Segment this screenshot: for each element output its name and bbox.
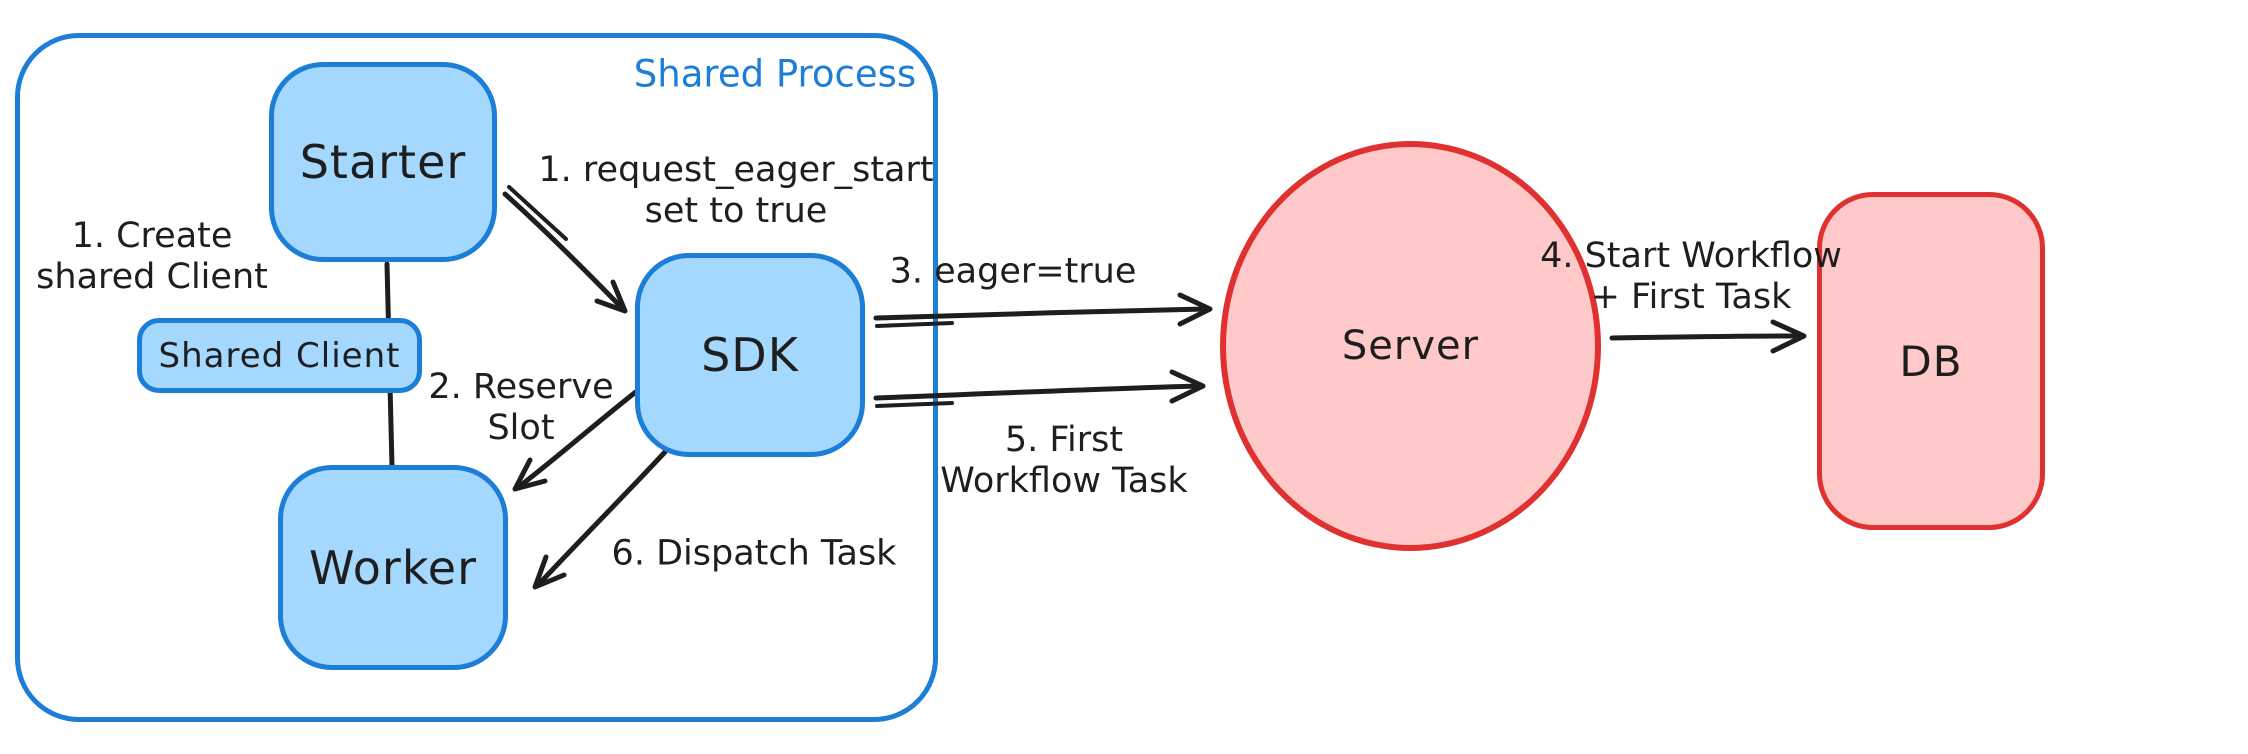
annotation-reserve-slot-line1: 2. Reserve [428, 367, 614, 407]
annotation-first-workflow-task-line1: 5. First [1004, 420, 1124, 460]
annotation-start-workflow-line1: 4. Start Workflow [1540, 236, 1842, 276]
worker-label: Worker [308, 540, 478, 595]
db-label: DB [1899, 336, 1963, 386]
annotation-create-shared-client-line1: 1. Create [71, 216, 233, 256]
arrow-request-eager-start-shaft [502, 191, 623, 309]
annotation-create-shared-client-line2: shared Client [36, 257, 268, 297]
node-shared-client: Shared Client [137, 318, 422, 393]
arrow-reserve-slot-head [512, 457, 548, 492]
arrow-request-eager-start-overdraw [507, 185, 568, 241]
arrow-dispatch-task-head [532, 554, 567, 590]
annotation-request-eager-start-line2: set to true [644, 191, 828, 231]
arrow-reserve-slot-shaft [517, 388, 640, 489]
arrow-eager-true-shaft [873, 306, 1209, 321]
arrow-dispatch-task-shaft [537, 449, 668, 586]
node-db: DB [1817, 192, 2045, 530]
arrow-start-workflow-shaft [1609, 333, 1803, 341]
annotation-request-eager-start-line1: 1. request_eager_start [538, 150, 934, 190]
annotation-dispatch-task-text: 6. Dispatch Task [611, 533, 897, 574]
sdk-label: SDK [701, 328, 799, 382]
shared-process-label-text: Shared Process [633, 52, 917, 96]
annotation-start-workflow: 4. Start Workflow + First Task [1540, 236, 1842, 318]
starter-label: Starter [299, 135, 467, 189]
node-sdk: SDK [635, 253, 865, 457]
annotation-reserve-slot-line2: Slot [487, 408, 555, 448]
shared-client-label: Shared Client [158, 335, 401, 376]
node-worker: Worker [278, 465, 508, 670]
arrow-eager-true-head [1177, 292, 1213, 327]
annotation-eager-true: 3. eager=true [890, 252, 1137, 293]
arrow-request-eager-start-head [594, 279, 628, 314]
annotation-eager-true-text: 3. eager=true [889, 251, 1137, 292]
arrow-eager-true-overdraw [875, 321, 954, 328]
node-starter: Starter [269, 62, 497, 262]
annotation-start-workflow-line2: + First Task [1590, 277, 1792, 317]
server-label: Server [1341, 323, 1480, 369]
arrow-first-workflow-task-head [1169, 369, 1206, 404]
shared-process-container [15, 33, 938, 722]
node-server: Server [1220, 141, 1601, 551]
annotation-request-eager-start: 1. request_eager_start set to true [538, 150, 933, 232]
annotation-first-workflow-task-line2: Workflow Task [940, 461, 1188, 501]
annotation-reserve-slot: 2. Reserve Slot [428, 367, 613, 449]
annotation-create-shared-client: 1. Create shared Client [36, 216, 268, 298]
arrow-start-workflow-head [1770, 319, 1807, 354]
annotation-dispatch-task: 6. Dispatch Task [612, 534, 897, 575]
shared-process-label: Shared Process [634, 54, 916, 95]
arrow-first-workflow-task-shaft [873, 383, 1202, 401]
annotation-first-workflow-task: 5. First Workflow Task [940, 420, 1187, 502]
arrow-first-workflow-task-overdraw [875, 401, 954, 408]
